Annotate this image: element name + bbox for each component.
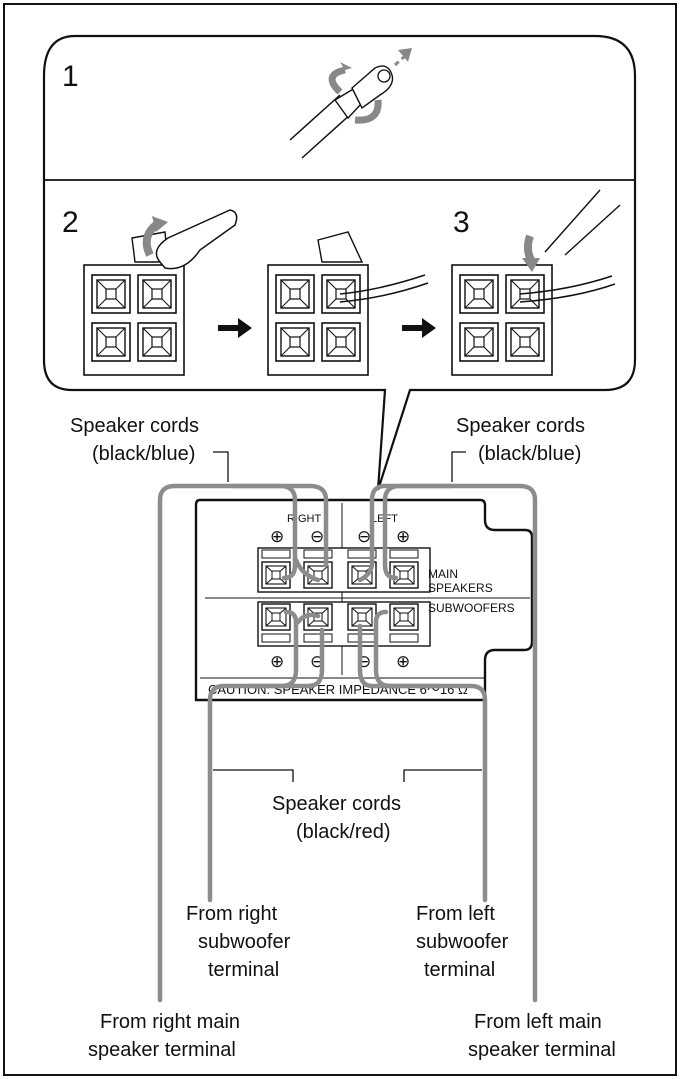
terminal-grid: [257, 547, 431, 647]
finger-open-lever: [131, 209, 238, 270]
from-right-sub-line3: terminal: [208, 959, 279, 981]
plus-symbol: ⊕: [270, 527, 284, 546]
from-right-sub-line2: subwoofer: [198, 931, 291, 953]
terminal-block-closed: [83, 264, 185, 376]
terminal-block-open-with-wire: [267, 264, 369, 376]
plus-symbol: ⊕: [270, 652, 284, 671]
cords-label-topleft-line1: Speaker cords: [70, 415, 199, 437]
from-right-main-line1: From right main: [100, 1011, 240, 1033]
cords-label-mid-line2: (black/red): [296, 821, 390, 843]
terminal-block-closed-final: [451, 264, 553, 376]
cords-label-topright-line1: Speaker cords: [456, 415, 585, 437]
from-right-main-line2: speaker terminal: [88, 1039, 236, 1061]
terminal-main-right-plus: [261, 561, 291, 589]
step-1-number: 1: [62, 60, 79, 93]
open-lever: [317, 231, 364, 263]
minus-symbol: ⊖: [357, 527, 371, 546]
minus-symbol: ⊖: [310, 527, 324, 546]
cords-label-topright-line2: (black/blue): [478, 443, 581, 465]
callout-panel: [42, 34, 637, 491]
arrow-step2-b: [402, 318, 436, 338]
terminal-main-left-plus: [389, 561, 419, 589]
from-left-sub-line2: subwoofer: [416, 931, 509, 953]
terminal-sub-left-plus: [389, 603, 419, 631]
speaker-cords: [157, 483, 538, 1003]
terminal-sub-right-plus: [261, 603, 291, 631]
from-left-sub-line1: From left: [416, 903, 495, 925]
finger-close-lever: [544, 189, 621, 256]
from-left-sub-line3: terminal: [424, 959, 495, 981]
right-channel-label: RIGHT: [287, 513, 322, 525]
subwoofers-label: SUBWOOFERS: [428, 601, 515, 615]
speakers-label: SPEAKERS: [428, 581, 493, 595]
from-left-main-line1: From left main: [474, 1011, 602, 1033]
step-2-number: 2: [62, 206, 79, 239]
step-3-number: 3: [453, 206, 470, 239]
plus-symbol: ⊕: [396, 527, 410, 546]
cords-label-topleft-line2: (black/blue): [92, 443, 195, 465]
twist-cord-illustration: [289, 48, 412, 159]
plus-symbol: ⊕: [396, 652, 410, 671]
from-left-main-line2: speaker terminal: [468, 1039, 616, 1061]
from-right-sub-line1: From right: [186, 903, 278, 925]
cords-label-mid-line1: Speaker cords: [272, 793, 401, 815]
main-label: MAIN: [428, 567, 458, 581]
arrow-step2-a: [218, 318, 252, 338]
